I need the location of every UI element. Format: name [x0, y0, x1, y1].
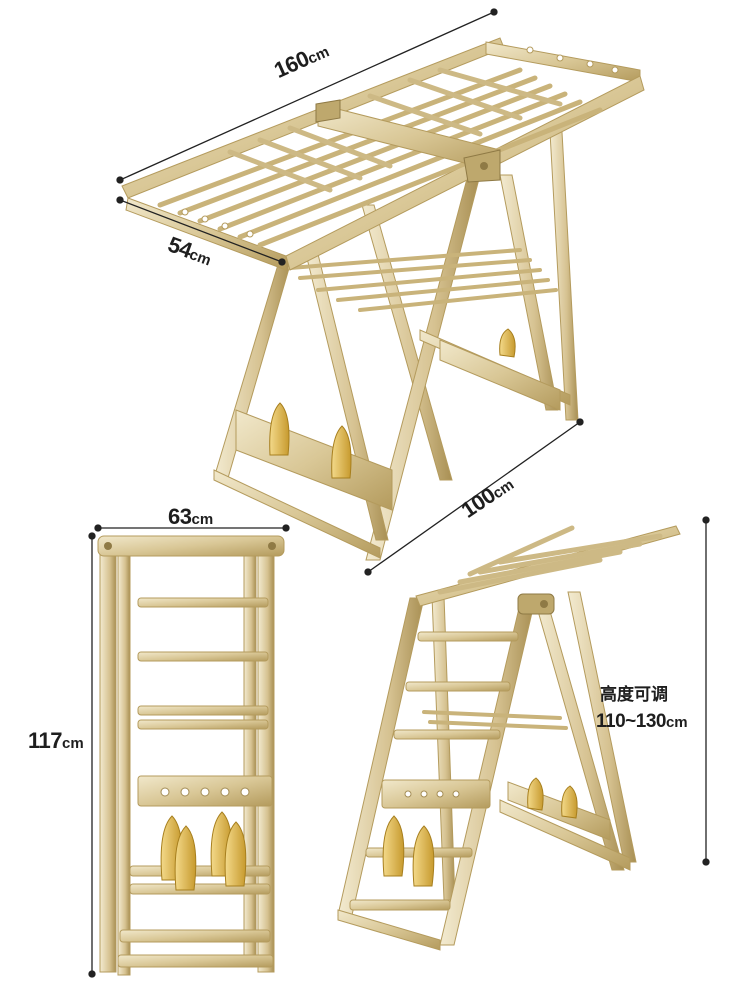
dimension-lines [88, 8, 710, 978]
adjustable-height-label: 110~130cm [596, 712, 688, 731]
rack-folded-view [97, 535, 285, 976]
rack-height-adjusted-view [337, 525, 681, 951]
adjustable-height-value: 110~130 [596, 711, 666, 732]
folded-width-unit: cm [191, 511, 214, 528]
folded-width-value: 63 [168, 504, 192, 529]
folded-height-unit: cm [62, 735, 84, 752]
folded-height-value: 117 [28, 728, 63, 753]
folded-width-label: 63cm [168, 506, 213, 528]
rack-unfolded-view [121, 37, 645, 561]
adjustable-height-caption: 高度可调 [600, 686, 668, 704]
adjustable-height-unit: cm [665, 714, 688, 731]
adjustable-height-caption-text: 高度可调 [600, 685, 668, 704]
folded-height-label: 117cm [28, 730, 84, 752]
